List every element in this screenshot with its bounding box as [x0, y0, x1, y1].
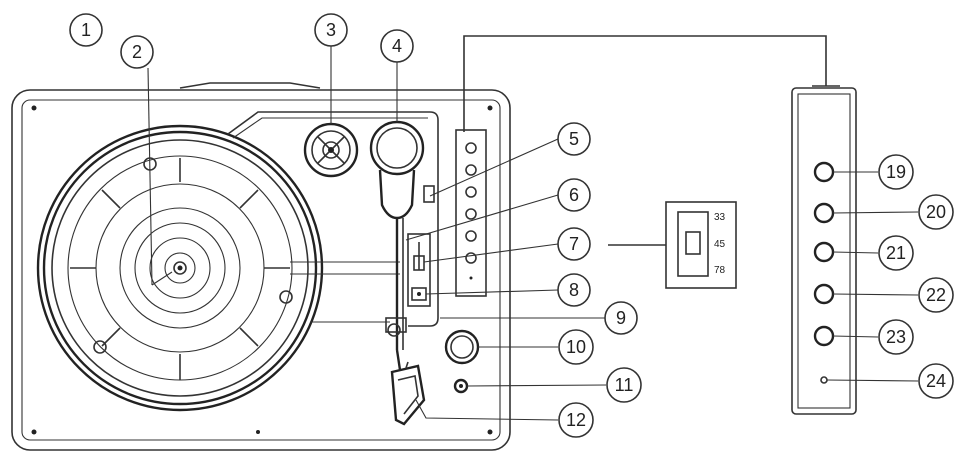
callout-11: 11 [606, 367, 642, 403]
callout-5-label: 5 [569, 129, 579, 149]
callout-6: 6 [557, 178, 591, 212]
turntable-base [11, 82, 511, 451]
callout-7-label: 7 [569, 234, 579, 254]
volume-knob-inner [450, 335, 474, 359]
speed-option-78: 78 [714, 265, 726, 276]
callout-20-label: 20 [926, 202, 946, 222]
callout-3: 3 [314, 13, 348, 47]
leader-lines [147, 46, 919, 421]
callout-21-label: 21 [886, 243, 906, 263]
callout-23-label: 23 [886, 327, 906, 347]
speed-selector: 33 45 78 [665, 201, 737, 289]
callout-24: 24 [918, 363, 954, 399]
callout-8: 8 [557, 273, 591, 307]
callout-11-label: 11 [615, 375, 634, 395]
callout-22-label: 22 [926, 285, 946, 305]
speed-option-45: 45 [714, 239, 726, 250]
callout-10: 10 [558, 329, 594, 365]
power-indicator-dot [459, 384, 463, 388]
callout-5: 5 [557, 122, 591, 156]
rear-panel [791, 85, 857, 415]
callout-4: 4 [380, 29, 414, 63]
callout-7: 7 [557, 227, 591, 261]
callout-2-label: 2 [132, 42, 142, 62]
callout-1-label: 1 [81, 20, 91, 40]
callout-12: 12 [558, 402, 594, 438]
callout-12-label: 12 [566, 410, 586, 430]
callout-19-label: 19 [886, 162, 906, 182]
callout-3-label: 3 [326, 20, 336, 40]
callout-2: 2 [120, 35, 154, 69]
callout-4-label: 4 [392, 36, 402, 56]
callout-6-label: 6 [569, 185, 579, 205]
callout-1: 1 [69, 13, 103, 47]
tonearm [369, 120, 426, 426]
callout-22: 22 [918, 277, 954, 313]
speed-option-33: 33 [714, 212, 726, 223]
callout-23: 23 [878, 319, 914, 355]
tonearm-plate [227, 111, 439, 327]
connector-line [463, 35, 827, 132]
callout-9-label: 9 [616, 308, 626, 328]
callout-9: 9 [604, 301, 638, 335]
callout-21: 21 [878, 235, 914, 271]
callout-19: 19 [878, 154, 914, 190]
callout-8-label: 8 [569, 280, 579, 300]
rpm-adapter [303, 122, 359, 178]
control-strip [455, 129, 487, 297]
callout-24-label: 24 [926, 371, 946, 391]
callout-20: 20 [918, 194, 954, 230]
callout-10-label: 10 [566, 337, 586, 357]
platter [36, 124, 400, 412]
